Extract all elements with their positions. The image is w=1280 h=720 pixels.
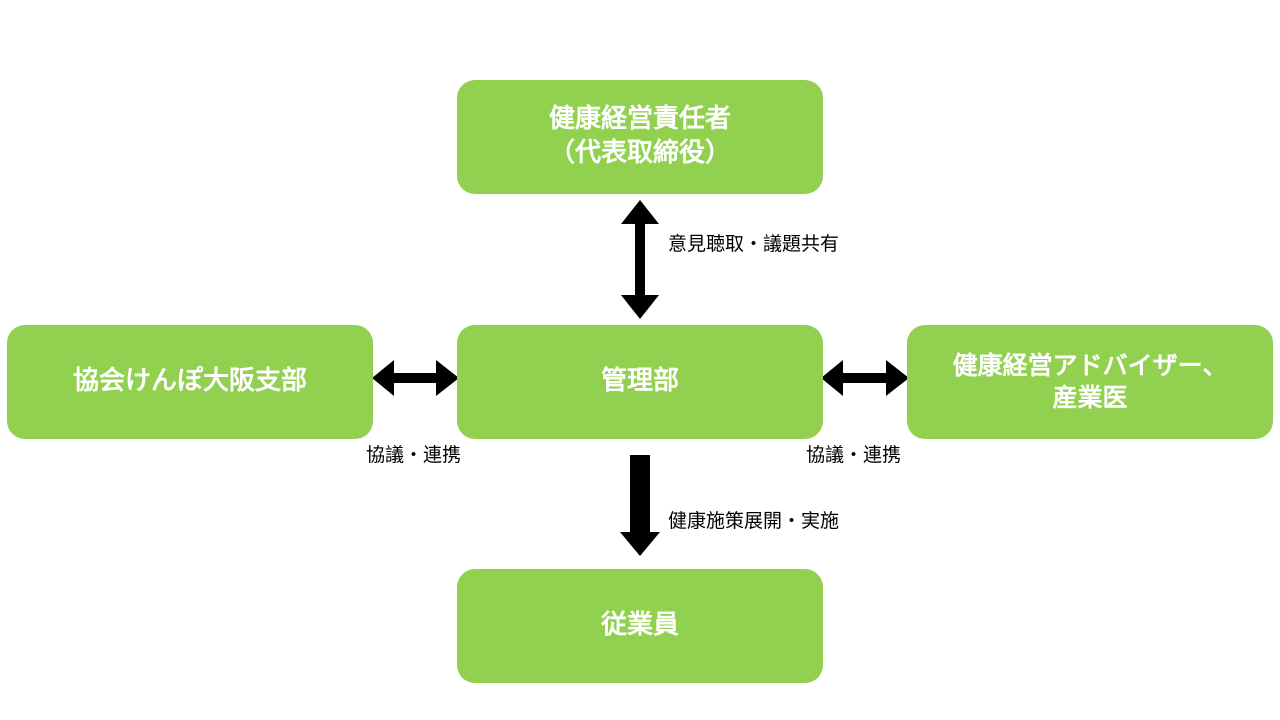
ceo-title: 健康経営責任者	[548, 104, 731, 135]
edge-label-kyokai-management: 協議・連携	[366, 444, 462, 466]
edge-label-management-employees: 健康施策展開・実施	[668, 510, 840, 532]
kyokai-node: 協会けんぽ大阪支部	[7, 325, 373, 439]
arrow-ceo-management	[621, 200, 659, 319]
arrow-kyokai-management	[372, 360, 459, 396]
ceo-subtitle: （代表取締役）	[548, 138, 731, 168]
kyokai-label: 協会けんぽ大阪支部	[72, 366, 307, 397]
edge-label-ceo-management: 意見聴取・議題共有	[668, 233, 840, 255]
arrow-management-employees	[620, 455, 660, 556]
edge-label-management-advisor: 協議・連携	[806, 444, 902, 466]
arrow-management-advisor	[821, 360, 909, 396]
advisor-title: 健康経営アドバイザー、	[952, 350, 1228, 380]
advisor-subtitle: 産業医	[1052, 383, 1128, 412]
advisor-node: 健康経営アドバイザー、 産業医	[907, 325, 1273, 439]
employees-node: 従業員	[457, 569, 823, 683]
management-label: 管理部	[600, 366, 679, 397]
ceo-node: 健康経営責任者 （代表取締役）	[457, 80, 823, 194]
employees-label: 従業員	[600, 610, 679, 641]
management-node: 管理部	[457, 325, 823, 439]
